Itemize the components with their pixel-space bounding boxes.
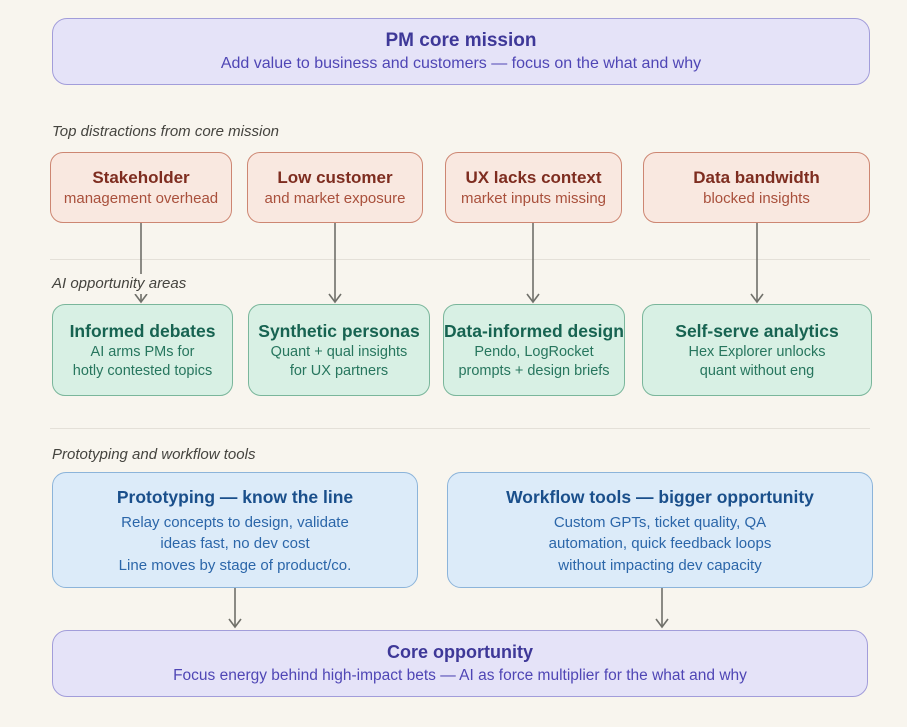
tool-title: Prototyping — know the line [116,486,354,507]
pm-core-mission-subtitle: Add value to business and customers — fo… [220,55,702,72]
pm-core-mission-title: PM core mission [385,30,537,51]
tool-line: Custom GPTs, ticket quality, QA [553,513,767,531]
distraction-subtitle: blocked insights [703,190,810,207]
section-label-tools: Prototyping and workflow tools [52,445,264,465]
tool-title: Workflow tools — bigger opportunity [506,486,814,507]
opportunity-line: Quant + qual insights [270,344,408,360]
opportunity-line: Hex Explorer unlocks [688,344,826,360]
opportunity-line: for UX partners [289,363,389,379]
distraction-box-data-bandwidth: Data bandwidth blocked insights [643,152,870,223]
distraction-subtitle: and market exposure [264,190,406,207]
distraction-title: UX lacks context [465,168,602,187]
distraction-box-low-customer: Low customer and market exposure [247,152,423,223]
distraction-subtitle: market inputs missing [460,190,607,207]
opportunity-box-informed-debates: Informed debates AI arms PMs for hotly c… [52,304,233,396]
tool-line: Line moves by stage of product/co. [118,556,352,574]
section-label-opportunities: AI opportunity areas [52,274,195,294]
tool-box-workflow-tools: Workflow tools — bigger opportunity Cust… [447,472,873,588]
opportunity-line: Pendo, LogRocket [474,344,594,360]
opportunity-title: Self-serve analytics [675,321,839,341]
arrowhead-4 [750,293,764,304]
opportunity-title: Synthetic personas [258,321,420,341]
section-label-distractions: Top distractions from core mission [52,122,288,142]
tool-line: automation, quick feedback loops [548,535,772,553]
distraction-box-ux-context: UX lacks context market inputs missing [445,152,622,223]
tool-box-prototyping: Prototyping — know the line Relay concep… [52,472,418,588]
pm-core-mission-box: PM core mission Add value to business an… [52,18,870,85]
distraction-title: Low customer [277,168,393,187]
distraction-box-stakeholder: Stakeholder management overhead [50,152,232,223]
arrowhead-6 [655,618,669,629]
divider-line-top [50,259,870,260]
distraction-title: Stakeholder [92,168,190,187]
opportunity-line: prompts + design briefs [458,363,610,379]
tool-line: Relay concepts to design, validate [121,513,349,531]
opportunity-line: quant without eng [699,363,815,379]
arrowhead-2 [328,293,342,304]
opportunity-box-data-informed-design: Data-informed design Pendo, LogRocket pr… [443,304,625,396]
opportunity-box-self-serve-analytics: Self-serve analytics Hex Explorer unlock… [642,304,872,396]
opportunity-title: Informed debates [69,321,216,341]
tool-line: ideas fast, no dev cost [160,535,310,553]
distraction-subtitle: management overhead [63,190,219,207]
opportunity-line: AI arms PMs for [90,344,195,360]
arrowhead-1 [134,293,148,304]
opportunity-line: hotly contested topics [72,363,213,379]
distraction-title: Data bandwidth [693,168,820,187]
tool-line: without impacting dev capacity [558,556,762,574]
divider-line-bottom [50,428,870,429]
opportunity-box-synthetic-personas: Synthetic personas Quant + qual insights… [248,304,430,396]
core-opportunity-title: Core opportunity [387,642,533,662]
core-opportunity-subtitle: Focus energy behind high-impact bets — A… [173,667,747,684]
core-opportunity-box: Core opportunity Focus energy behind hig… [52,630,868,697]
arrowhead-3 [526,293,540,304]
opportunity-title: Data-informed design [444,321,624,341]
arrowhead-5 [228,618,242,629]
